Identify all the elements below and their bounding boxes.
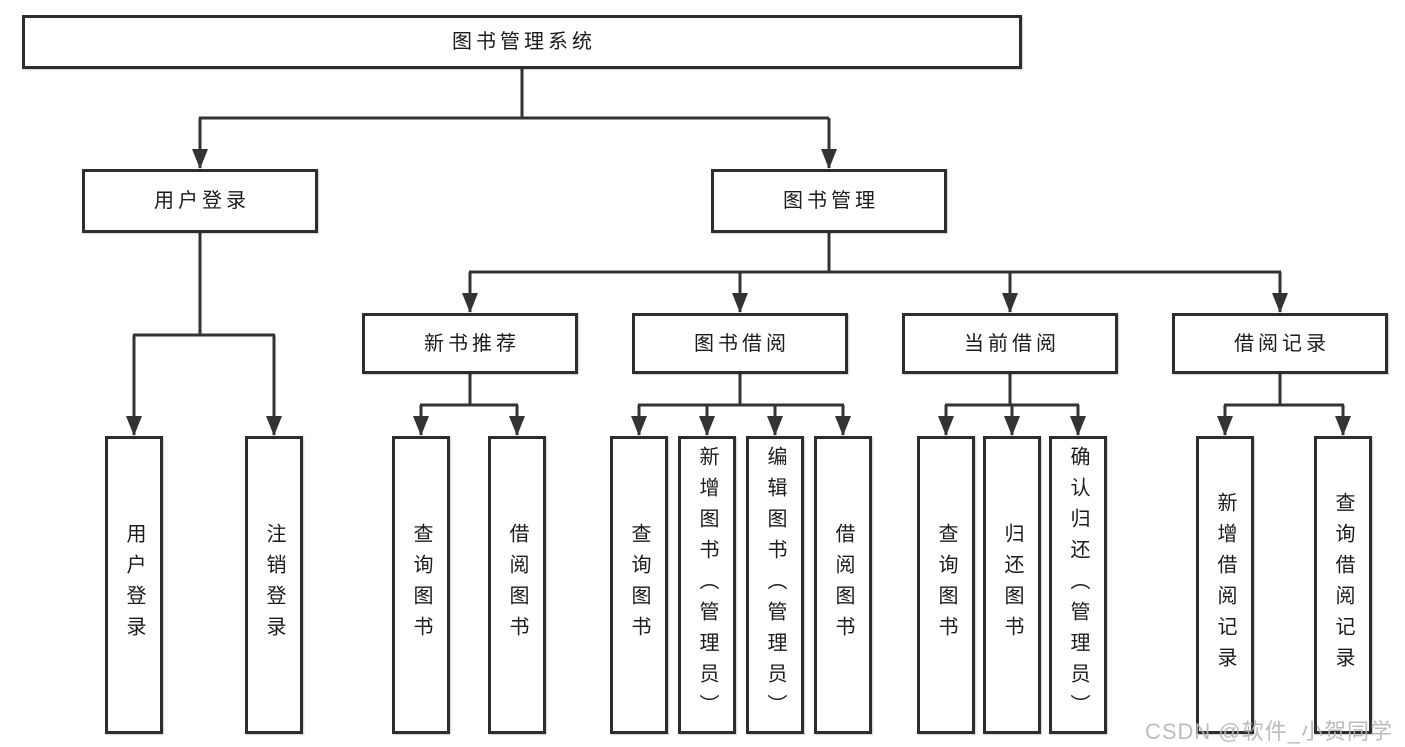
leaf-borrow-books-label: 借阅图书 xyxy=(832,523,854,647)
leaf-edit-book-admin-label: 编辑图书（管理员） xyxy=(764,445,786,725)
leaf-query-borrow-record: 查询借阅记录 xyxy=(1314,436,1372,734)
node-book-management-label: 图书管理 xyxy=(783,190,879,212)
root-node-label: 图书管理系统 xyxy=(452,31,596,53)
leaf-add-book-admin-label: 新增图书（管理员） xyxy=(696,445,718,725)
node-user-login-label: 用户登录 xyxy=(154,190,250,212)
connector-borrow-records xyxy=(1217,374,1351,436)
connector-book-mgmt xyxy=(462,233,1288,313)
connector-root xyxy=(192,69,837,169)
connector-user-login xyxy=(126,233,282,436)
leaf-add-borrow-record-label: 新增借阅记录 xyxy=(1214,492,1236,678)
leaf-add-book-admin: 新增图书（管理员） xyxy=(678,436,736,734)
leaf-confirm-return-admin: 确认归还（管理员） xyxy=(1049,436,1107,734)
node-user-login: 用户登录 xyxy=(82,169,318,233)
leaf-edit-book-admin: 编辑图书（管理员） xyxy=(746,436,804,734)
node-borrow-records-label: 借阅记录 xyxy=(1234,332,1330,355)
leaf-logout-label: 注销登录 xyxy=(263,523,285,647)
leaf-return-book-label: 归还图书 xyxy=(1001,523,1023,647)
leaf-query-books-borrow: 查询图书 xyxy=(610,436,668,734)
node-book-borrow: 图书借阅 xyxy=(632,313,848,374)
leaf-query-books-rec: 查询图书 xyxy=(392,436,450,734)
leaf-add-borrow-record: 新增借阅记录 xyxy=(1196,436,1254,734)
connector-current-borrow xyxy=(938,374,1086,436)
node-borrow-records: 借阅记录 xyxy=(1172,313,1388,374)
connector-book-borrow xyxy=(631,374,851,436)
leaf-confirm-return-admin-label: 确认归还（管理员） xyxy=(1067,445,1089,725)
leaf-query-borrow-record-label: 查询借阅记录 xyxy=(1332,492,1354,678)
leaf-query-books-current: 查询图书 xyxy=(917,436,975,734)
node-new-book-recommend-label: 新书推荐 xyxy=(424,332,520,355)
node-current-borrow-label: 当前借阅 xyxy=(964,332,1060,355)
leaf-user-login-label: 用户登录 xyxy=(123,523,145,647)
leaf-borrow-books-rec-label: 借阅图书 xyxy=(506,523,528,647)
leaf-borrow-books: 借阅图书 xyxy=(814,436,872,734)
leaf-user-login: 用户登录 xyxy=(105,436,163,734)
leaf-query-books-borrow-label: 查询图书 xyxy=(628,523,650,647)
node-book-borrow-label: 图书借阅 xyxy=(694,332,790,355)
leaf-logout: 注销登录 xyxy=(245,436,303,734)
node-current-borrow: 当前借阅 xyxy=(902,313,1118,374)
node-new-book-recommend: 新书推荐 xyxy=(362,313,578,374)
connector-new-book-rec xyxy=(413,374,525,436)
root-node: 图书管理系统 xyxy=(22,15,1022,69)
leaf-query-books-current-label: 查询图书 xyxy=(935,523,957,647)
leaf-borrow-books-rec: 借阅图书 xyxy=(488,436,546,734)
leaf-return-book: 归还图书 xyxy=(983,436,1041,734)
csdn-watermark: CSDN @软件_小贺同学 xyxy=(1144,719,1393,744)
node-book-management: 图书管理 xyxy=(711,169,947,233)
leaf-query-books-rec-label: 查询图书 xyxy=(410,523,432,647)
